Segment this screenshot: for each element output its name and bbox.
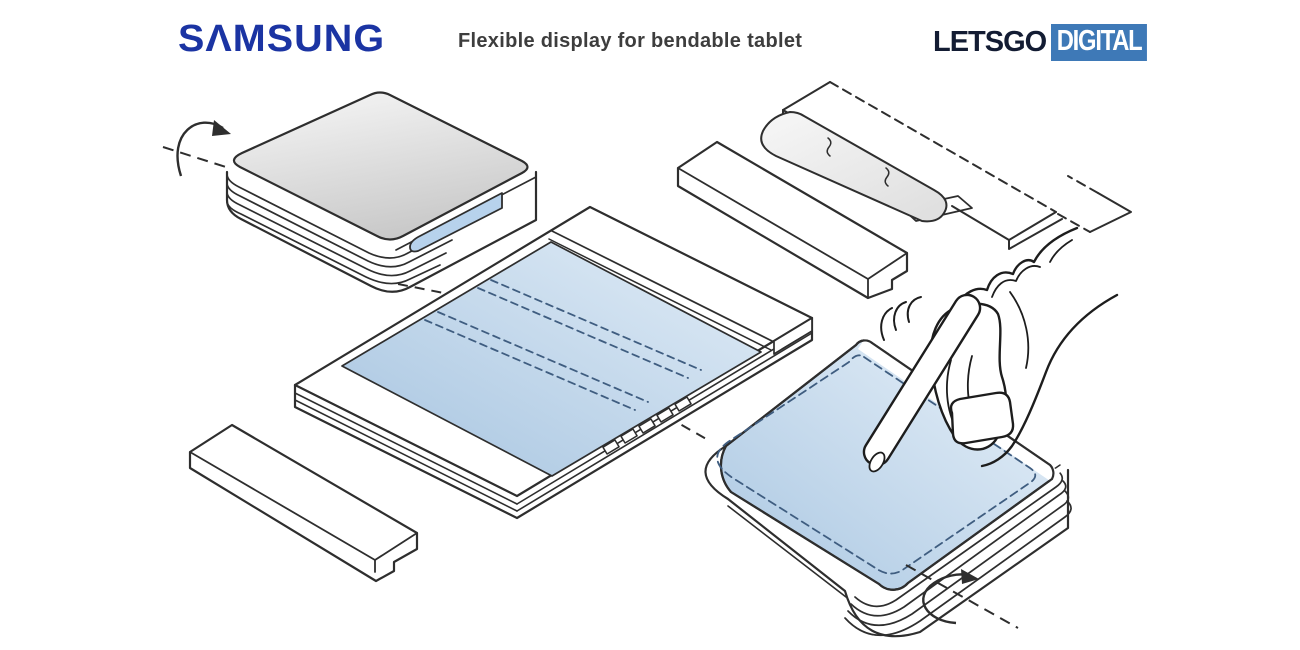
hand-palm-and-wrist-lines — [958, 228, 1117, 466]
digital-badge-text: DIGITAL — [1056, 25, 1143, 57]
letsgodigital-logo: LETSGO DIGITAL — [933, 24, 1169, 61]
digital-badge: DIGITAL — [1051, 24, 1148, 61]
edge-bar-bottom — [190, 425, 417, 581]
display-fold-dashed-lines — [425, 280, 701, 410]
rotation-arrowhead-right — [961, 569, 979, 584]
folded-display-slot — [410, 193, 502, 252]
display-inset-dashed-border — [717, 355, 1035, 573]
flexible-display-panel — [342, 242, 761, 476]
knuckle-bump-lines — [881, 297, 921, 340]
open-flexible-tablet — [295, 207, 812, 518]
pointing-hand — [859, 228, 1117, 474]
rolled-flexible-sheet — [761, 112, 946, 221]
hinge-connector-segments — [603, 397, 691, 454]
edge-bar-bottom-body — [190, 425, 417, 581]
fingernail — [866, 450, 887, 474]
edge-bar-top-body — [678, 142, 907, 298]
folded-device2-face-outline — [721, 340, 1053, 589]
folded-device2-stack-lines — [705, 446, 1071, 636]
edge-bar-top-detail-lines — [678, 168, 907, 298]
edge-bar-top — [678, 142, 907, 298]
leader-line-bottom — [652, 408, 708, 440]
letsgo-logo-text: LETSGO — [933, 26, 1047, 58]
folded-tablet-being-touched — [705, 336, 1071, 636]
thumb — [951, 393, 1013, 444]
rotation-arrow-icon-right — [923, 574, 968, 623]
fold-axis-dashed-line-right — [906, 565, 1018, 628]
tablet-side-silhouette — [295, 318, 812, 518]
figure-title: Flexible display for bendable tablet — [458, 30, 803, 52]
rolled-display-section — [761, 82, 1131, 249]
samsung-logo: SΛMSUNG — [178, 18, 386, 60]
rotation-axis-right — [906, 565, 1018, 628]
folded-device-top-cover — [234, 93, 528, 240]
folded-tablet-closed — [227, 88, 536, 292]
tablet-side-detail-lines — [295, 318, 812, 518]
sheet-crease-marks — [827, 138, 889, 186]
rotation-arrowhead — [212, 120, 231, 136]
tablet-end-strip-far — [549, 231, 812, 354]
edge-bar-bottom-detail-lines — [190, 452, 417, 572]
